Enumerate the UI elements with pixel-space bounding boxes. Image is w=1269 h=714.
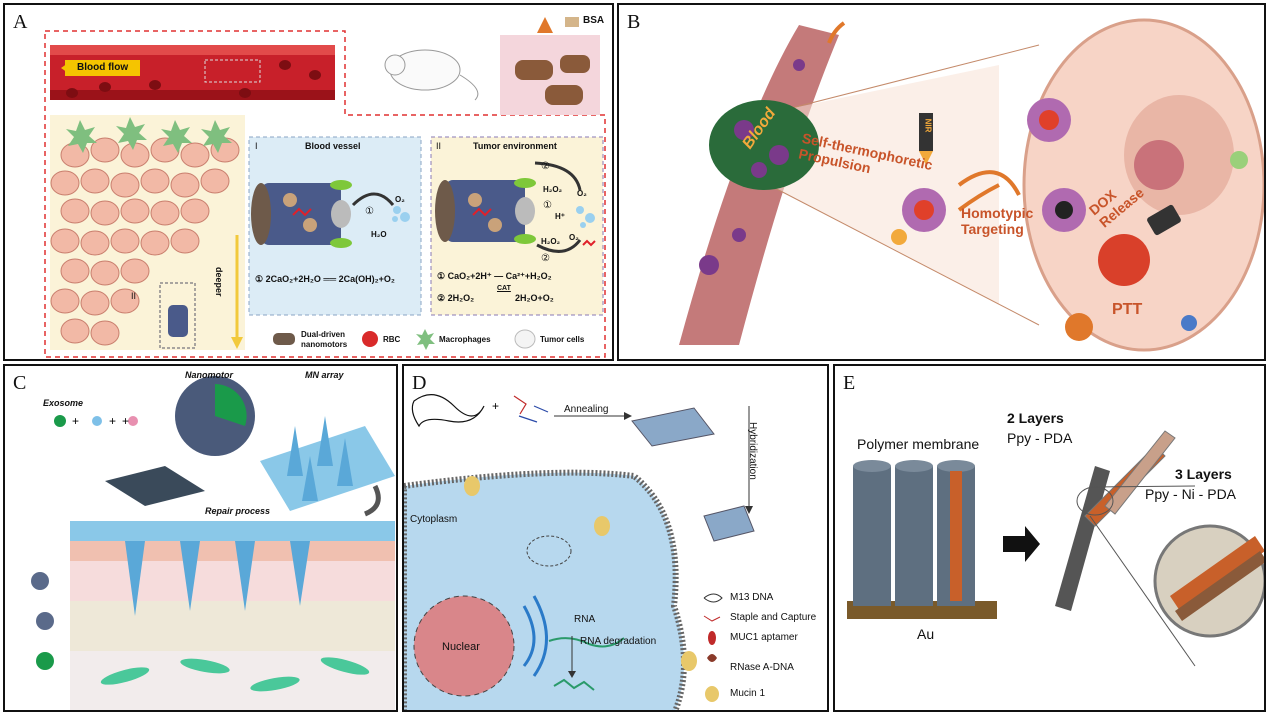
- panel-d-label: D: [412, 372, 427, 394]
- box1-h2o: H₂O: [371, 230, 387, 239]
- annealing-label: Annealing: [564, 404, 609, 415]
- panel-e: E Polymer membrane Au 2 Layers Ppy - PDA…: [833, 364, 1266, 712]
- tumor-cells: [50, 137, 240, 346]
- repair-process-label: Repair process: [205, 506, 271, 516]
- box2-step2-bottom: ②: [541, 253, 550, 264]
- legend-staple-capture: Staple and Capture: [730, 612, 817, 623]
- panel-d: D + Annealing Hybridization: [402, 364, 829, 712]
- ptt-label: PTT: [1112, 301, 1143, 318]
- panel-c-label: C: [13, 372, 27, 394]
- hybridization-label: Hybridization: [747, 422, 758, 480]
- nanomotor-label: Nanomotor: [185, 370, 233, 380]
- exosome-label: Exosome: [43, 398, 84, 408]
- nir-label: NIR: [923, 118, 933, 133]
- membrane-pore: [853, 466, 891, 606]
- svg-text:+: +: [492, 399, 499, 413]
- rna-label: RNA: [574, 614, 596, 625]
- nucleus: [413, 595, 515, 697]
- box2-hplus: H⁺: [555, 212, 565, 221]
- box1-step: ①: [365, 206, 374, 217]
- legend-muc1-aptamer: MUC1 aptamer: [730, 632, 798, 643]
- svg-text:+: +: [122, 414, 129, 428]
- ppy-pda-label: Ppy - PDA: [1007, 430, 1073, 446]
- box2-h2o2-top: H₂O₂: [543, 185, 563, 194]
- box2-cat: CAT: [497, 285, 511, 292]
- box2-equation-1: ① CaO₂+2H⁺ — Ca²⁺+H₂O₂: [437, 271, 552, 281]
- nuclear-label: Nuclear: [442, 641, 480, 653]
- au-label: Au: [917, 626, 935, 642]
- box2-equation-2-left: ② 2H₂O₂: [437, 293, 475, 303]
- nanowire: [1055, 466, 1110, 611]
- panel-a-illustration: [44, 17, 606, 358]
- macrophages: [66, 117, 232, 153]
- panel-c: C + + + Exosome Nanomotor MN array Repair …: [3, 364, 398, 712]
- legend-nanomotors: Dual-driven nanomotors: [301, 330, 348, 349]
- blood-flow-label: Blood flow: [77, 62, 129, 73]
- three-layers-label: 3 Layers: [1175, 466, 1232, 482]
- m13-dna-loop: [411, 394, 485, 428]
- blood-vessel: [50, 45, 335, 100]
- panel-e-label: E: [843, 372, 856, 394]
- panel-b-label: B: [627, 11, 641, 33]
- dashed-outline: [44, 30, 606, 358]
- box2-h2o2-bottom: H₂O₂: [541, 237, 561, 246]
- ppy-ni-pda-label: Ppy - Ni - PDA: [1145, 486, 1237, 502]
- svg-text:+: +: [109, 414, 116, 428]
- panel-a: A: [3, 3, 614, 361]
- legend-m13-dna: M13 DNA: [730, 592, 774, 603]
- panel-a-label: A: [13, 11, 28, 33]
- box1-o2: O₂: [395, 195, 405, 204]
- box2-o2-top: O₂: [577, 189, 587, 198]
- mn-patch-backing: [70, 521, 395, 541]
- deeper-label: deeper: [214, 267, 224, 297]
- homotypic-label: Homotypic Targeting: [961, 205, 1034, 237]
- box2-step2-top: ②: [541, 161, 550, 172]
- two-layers-label: 2 Layers: [1007, 410, 1064, 426]
- box2-title: Tumor environment: [473, 141, 557, 151]
- panel-b: B Blood Self-thermophoretic Propulsion H…: [617, 3, 1266, 361]
- panel-b-illustration: [679, 18, 1264, 352]
- box2-o2-bottom: O₂: [569, 233, 579, 242]
- box1-equation: ① 2CaO₂+2H₂O ══ 2Ca(OH)₂+O₂: [255, 274, 395, 284]
- svg-text:+: +: [72, 414, 79, 428]
- legend-tumor-cells: Tumor cells: [540, 335, 585, 344]
- box1-num: I: [255, 141, 258, 151]
- legend-rnase-a-dna: RNase A-DNA: [730, 662, 794, 673]
- panel-c-illustration: + + +: [31, 376, 395, 710]
- cytoplasm-label: Cytoplasm: [410, 514, 458, 525]
- box2-step1: ①: [543, 200, 552, 211]
- mn-array-label: MN array: [305, 370, 344, 380]
- panel-d-illustration: +: [404, 394, 755, 710]
- bsa-label: BSA: [583, 15, 605, 26]
- legend-rbc: RBC: [383, 335, 401, 344]
- panel-e-illustration: [847, 430, 1264, 667]
- polymer-membrane-label: Polymer membrane: [857, 436, 980, 452]
- rna-degradation-label: RNA degradation: [580, 636, 657, 647]
- box1-title: Blood vessel: [305, 141, 361, 151]
- region-ii-mark: II: [131, 291, 137, 301]
- box2-equation-2-right: 2H₂O+O₂: [515, 293, 554, 303]
- legend-mucin-1: Mucin 1: [730, 688, 766, 699]
- box2-num: II: [436, 141, 442, 151]
- legend-macrophages: Macrophages: [439, 335, 491, 344]
